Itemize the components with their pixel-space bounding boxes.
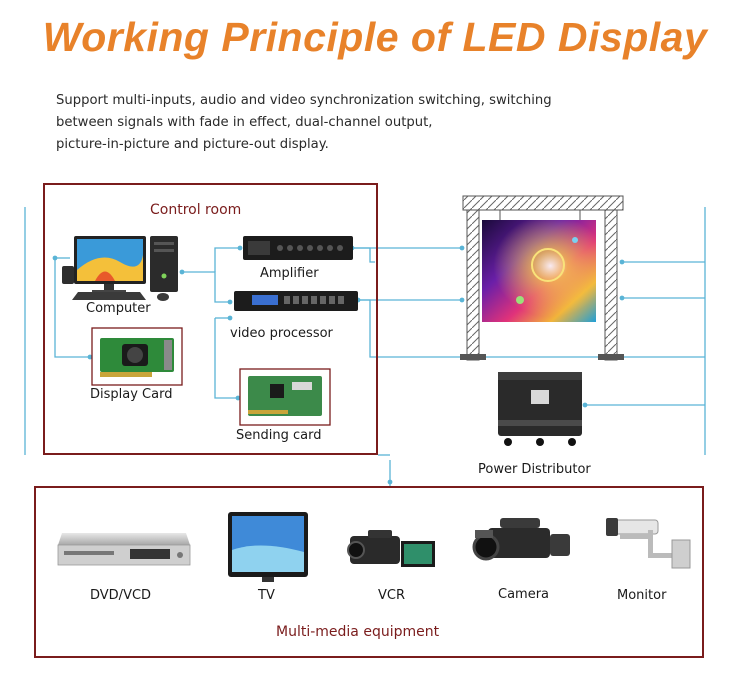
tv-image [228,512,308,582]
multimedia-item-tv: TV [258,588,275,603]
led-screen-image [482,220,596,322]
amplifier-image [243,236,353,260]
control-room-box [43,183,378,455]
led-screen-truss [460,195,624,361]
multimedia-box [34,486,704,658]
multimedia-title: Multi-media equipment [276,624,440,640]
computer-label: Computer [86,301,151,316]
power-distributor-image [498,372,582,446]
computer-image [62,236,178,301]
control-room-title: Control room [150,202,242,218]
multimedia-item-monitor: Monitor [617,588,667,603]
line-computer-amplifier [214,247,240,272]
camera-image [472,518,570,561]
page-title: Working Principle of LED Display [42,14,708,60]
sending-card-image [248,376,322,416]
description-line: Support multi-inputs, audio and video sy… [56,93,552,108]
line-processor-power [358,299,705,358]
dvd-player-image [57,533,191,566]
monitor-image [606,518,691,569]
description-line: picture-in-picture and picture-out displ… [56,137,329,152]
line-processor-sendingcard [214,318,238,399]
amplifier-label: Amplifier [260,266,319,281]
power-distributor-label: Power Distributor [478,462,591,477]
multimedia-item-camera: Camera [498,587,550,602]
video-processor-image [234,291,358,311]
video-processor-label: video processor [230,326,333,341]
sending-card-label: Sending card [236,428,322,443]
description: Support multi-inputs, audio and video sy… [56,90,696,156]
line-computer-processor [182,271,230,303]
vcr-image [347,530,435,567]
multimedia-item-vcr: VCR [378,588,406,603]
description-line: between signals with fade in effect, dua… [56,115,433,130]
display-card-image [100,338,174,377]
line-computer-displaycard [54,258,90,358]
multimedia-item-dvd: DVD/VCD [90,588,152,603]
connection-lines [24,207,706,486]
display-card-label: Display Card [90,387,173,402]
